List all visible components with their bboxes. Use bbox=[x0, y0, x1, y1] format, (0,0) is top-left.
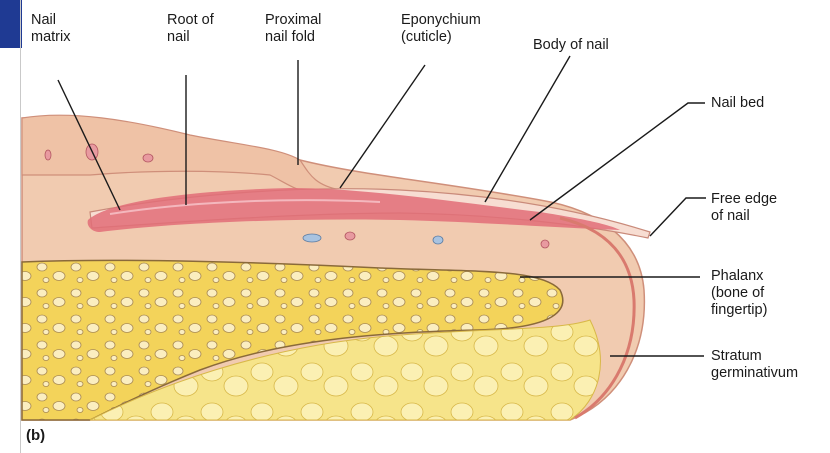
label-eponychium: Eponychium (cuticle) bbox=[401, 12, 481, 46]
label-body-of-nail-line1: Body of nail bbox=[533, 37, 609, 54]
label-proximal-nail-fold-line1: Proximal bbox=[265, 12, 321, 29]
label-stratum-line2: germinativum bbox=[711, 365, 798, 382]
label-nail-bed: Nail bed bbox=[711, 95, 764, 112]
panel-label: (b) bbox=[26, 427, 45, 444]
label-free-edge: Free edge of nail bbox=[711, 191, 777, 225]
label-free-edge-line1: Free edge bbox=[711, 191, 777, 208]
leader-body-of-nail bbox=[485, 56, 570, 202]
label-free-edge-line2: of nail bbox=[711, 208, 777, 225]
label-eponychium-line2: (cuticle) bbox=[401, 29, 481, 46]
leader-free-edge bbox=[650, 198, 706, 236]
label-stratum-line1: Stratum bbox=[711, 348, 798, 365]
label-root-of-nail: Root of nail bbox=[167, 12, 214, 46]
label-root-of-nail-line2: nail bbox=[167, 29, 214, 46]
label-phalanx: Phalanx (bone of fingertip) bbox=[711, 268, 767, 319]
label-nail-matrix-line2: matrix bbox=[31, 29, 70, 46]
leader-eponychium bbox=[340, 65, 425, 188]
label-root-of-nail-line1: Root of bbox=[167, 12, 214, 29]
label-phalanx-line1: Phalanx bbox=[711, 268, 767, 285]
label-eponychium-line1: Eponychium bbox=[401, 12, 481, 29]
label-stratum-germinativum: Stratum germinativum bbox=[711, 348, 798, 382]
leader-nail-bed bbox=[530, 103, 705, 220]
label-nail-bed-line1: Nail bed bbox=[711, 95, 764, 112]
label-phalanx-line3: fingertip) bbox=[711, 302, 767, 319]
label-body-of-nail: Body of nail bbox=[533, 37, 609, 54]
label-phalanx-line2: (bone of bbox=[711, 285, 767, 302]
label-nail-matrix: Nail matrix bbox=[31, 12, 70, 46]
label-proximal-nail-fold-line2: nail fold bbox=[265, 29, 321, 46]
label-proximal-nail-fold: Proximal nail fold bbox=[265, 12, 321, 46]
label-nail-matrix-line1: Nail bbox=[31, 12, 70, 29]
